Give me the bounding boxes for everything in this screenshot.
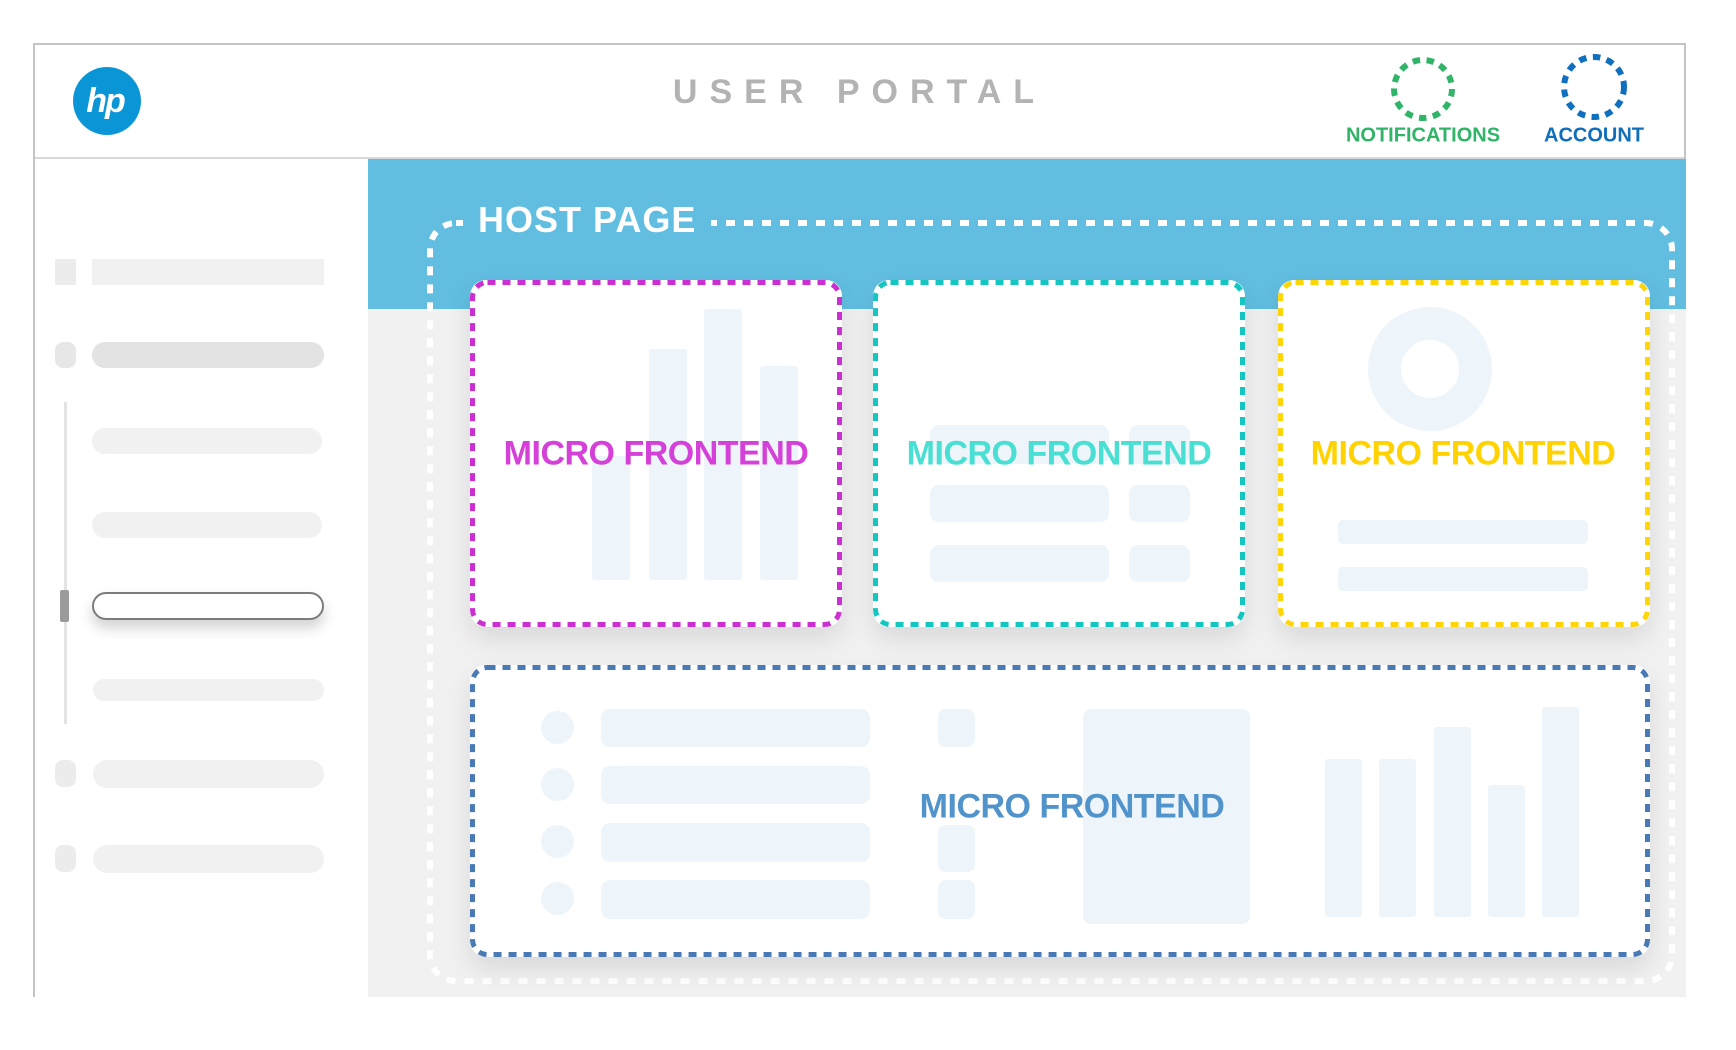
skeleton-chart-bar — [1542, 707, 1579, 917]
skeleton-chart-bar — [1434, 727, 1471, 917]
micro-frontend-label: MICRO FRONTEND — [1310, 434, 1616, 473]
skeleton-bar — [92, 428, 322, 454]
skeleton-circle — [541, 768, 574, 801]
app-window: hp USER PORTAL NOTIFICATIONS ACCOUNT — [33, 43, 1686, 997]
skeleton-chart-bar — [1379, 759, 1416, 917]
selected-item-outline — [92, 592, 324, 620]
page-title: USER PORTAL — [672, 73, 1047, 111]
skeleton-bar — [930, 545, 1109, 582]
skeleton-chart-bar — [649, 349, 687, 580]
notifications-label: NOTIFICATIONS — [1345, 124, 1501, 147]
skeleton-bar — [1129, 425, 1190, 464]
skeleton-chart-bar — [1488, 785, 1525, 917]
micro-frontend-card-3[interactable]: MICRO FRONTEND — [1278, 280, 1650, 627]
sidebar-tree-line — [64, 402, 67, 724]
skeleton-bar — [601, 880, 870, 919]
skeleton-chart-bar — [1325, 759, 1362, 917]
skeleton-bar — [938, 825, 975, 872]
skeleton-bar — [930, 425, 1109, 464]
skeleton-bar — [92, 512, 322, 538]
sidebar-item-icon — [55, 760, 76, 787]
card-dashed-border-magenta — [470, 280, 842, 627]
host-page-region: HOST PAGE MICRO FRONTEND — [427, 197, 1675, 984]
notifications-button[interactable]: NOTIFICATIONS — [1343, 52, 1503, 152]
skeleton-circle — [541, 711, 574, 744]
skeleton-bar — [601, 709, 870, 747]
skeleton-bar — [93, 760, 324, 788]
skeleton-bar — [1129, 545, 1190, 582]
skeleton-chart-bar — [704, 309, 742, 580]
sidebar-item-icon — [55, 342, 76, 368]
account-dotted-circle-icon — [1561, 54, 1627, 120]
card-dashed-border-yellow — [1278, 280, 1650, 627]
hp-logo[interactable]: hp — [73, 67, 141, 135]
skeleton-bar — [938, 709, 975, 747]
sidebar-item-icon — [55, 845, 76, 872]
sidebar-nav — [35, 159, 368, 997]
card-dashed-border-blue — [470, 665, 1650, 957]
skeleton-bar — [93, 845, 324, 873]
skeleton-bar — [1338, 567, 1588, 591]
skeleton-bar — [93, 679, 324, 701]
account-button[interactable]: ACCOUNT — [1514, 52, 1674, 152]
skeleton-bar — [930, 485, 1109, 522]
selected-indicator — [60, 590, 69, 622]
micro-frontend-card-4[interactable]: MICRO FRONTEND — [470, 665, 1650, 957]
skeleton-chart-bar — [592, 456, 630, 580]
main-content: HOST PAGE MICRO FRONTEND — [368, 159, 1686, 997]
top-bar: hp USER PORTAL NOTIFICATIONS ACCOUNT — [35, 45, 1684, 159]
micro-frontend-card-2[interactable]: MICRO FRONTEND — [873, 280, 1245, 627]
host-page-label: HOST PAGE — [463, 197, 712, 243]
micro-frontend-label: MICRO FRONTEND — [906, 434, 1212, 473]
host-page-dashed-border — [427, 220, 1675, 984]
skeleton-bar — [1129, 485, 1190, 522]
card-dashed-border-teal — [873, 280, 1245, 627]
notifications-dotted-circle-icon — [1391, 57, 1455, 121]
account-label: ACCOUNT — [1544, 124, 1644, 147]
skeleton-bar — [1338, 520, 1588, 544]
skeleton-circle — [541, 882, 574, 915]
micro-frontend-label: MICRO FRONTEND — [919, 787, 1225, 826]
skeleton-bar — [601, 823, 870, 862]
skeleton-bar — [92, 342, 324, 368]
sidebar-item-icon — [55, 259, 76, 285]
skeleton-bar — [938, 880, 975, 919]
skeleton-panel — [1083, 709, 1250, 924]
micro-frontend-card-1[interactable]: MICRO FRONTEND — [470, 280, 842, 627]
skeleton-chart-bar — [760, 366, 798, 580]
skeleton-bar — [601, 766, 870, 804]
micro-frontend-label: MICRO FRONTEND — [503, 434, 809, 473]
skeleton-bar — [92, 259, 324, 285]
skeleton-circle — [541, 825, 574, 858]
hp-logo-text: hp — [86, 81, 126, 120]
